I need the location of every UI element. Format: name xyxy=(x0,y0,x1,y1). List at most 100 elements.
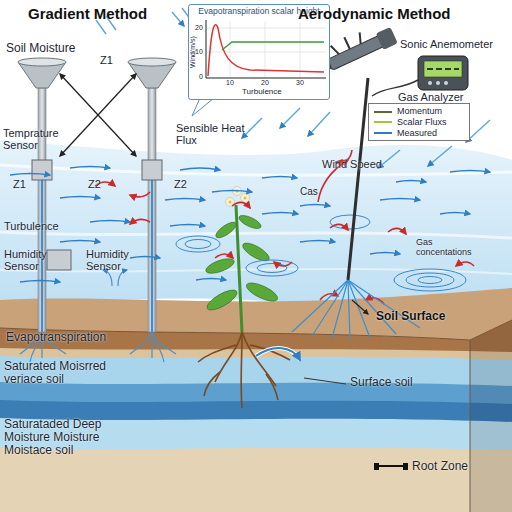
gradient-towers xyxy=(18,58,66,66)
plant xyxy=(229,201,232,204)
part-label: Sensible Heat Flux xyxy=(176,122,246,146)
flow-arrows xyxy=(20,281,60,283)
turbulent-eddies xyxy=(185,240,211,249)
eddy-arrows xyxy=(130,192,150,197)
legend-text: Measured xyxy=(397,128,437,138)
plant xyxy=(256,348,300,360)
legend-entry: Scalar Fluxs xyxy=(374,117,464,128)
scalar-chart xyxy=(206,20,326,78)
leader-lines xyxy=(352,300,368,314)
axis-tick: 20 xyxy=(261,79,269,87)
plant xyxy=(215,332,242,382)
plant xyxy=(198,332,290,408)
gradient-towers xyxy=(60,74,136,156)
part-label: Sonic Anemometer xyxy=(400,38,500,50)
flow-arrows xyxy=(130,257,160,259)
soil-cross-section xyxy=(0,448,512,512)
plant xyxy=(240,332,242,408)
gas-analyzer xyxy=(372,56,468,96)
turbulent-eddies xyxy=(406,273,454,287)
eddy-arrows xyxy=(95,150,474,304)
legend-entry: Momentum xyxy=(374,106,464,117)
layer-label: Saturataded Deep Moisture Moisture Moist… xyxy=(4,418,128,458)
flow-arrows xyxy=(70,167,110,169)
part-label: Soil Surface xyxy=(376,310,445,323)
plant xyxy=(237,213,263,231)
plant xyxy=(236,205,242,332)
gradient-towers xyxy=(103,270,112,286)
gradient-towers xyxy=(142,160,162,180)
flow-arrows xyxy=(10,174,50,176)
plant xyxy=(256,348,300,360)
gradient-towers xyxy=(20,270,176,362)
layer-label: Surface soil xyxy=(350,376,413,389)
section-heading: Gradient Method xyxy=(28,6,147,23)
part-label: Gas concentations xyxy=(416,238,488,258)
flow-arrows xyxy=(370,253,400,255)
flow-arrows xyxy=(262,177,297,179)
axis-tick: 10 xyxy=(195,48,203,56)
gradient-towers xyxy=(38,88,46,332)
soil-cross-section xyxy=(0,382,512,512)
axis-tick: 30 xyxy=(296,79,304,87)
height-label: Z2 xyxy=(88,178,101,190)
part-label: Turbulence xyxy=(4,220,59,232)
turbulent-eddies xyxy=(394,269,466,291)
flow-arrows xyxy=(440,213,470,215)
gradient-towers xyxy=(152,338,164,362)
sonic-anemometer xyxy=(312,280,348,336)
flow-arrows xyxy=(262,213,298,215)
leader-lines xyxy=(403,463,408,470)
legend-line-sample xyxy=(374,132,392,134)
air-layer xyxy=(0,140,512,302)
height-label: Z1 xyxy=(13,178,26,190)
part-label: Gas Analyzer xyxy=(398,91,463,103)
axis-title: Turbulence xyxy=(242,88,282,97)
axis-tick: 0 xyxy=(199,73,203,81)
flow-arrows xyxy=(196,279,226,281)
axis-tick: 20 xyxy=(195,24,203,32)
flow-arrows xyxy=(165,199,205,201)
sonic-anemometer xyxy=(376,27,398,50)
sonic-anemometer xyxy=(330,30,364,55)
flow-arrows xyxy=(212,191,252,193)
flow-arrows xyxy=(10,167,490,283)
sonic-anemometer xyxy=(348,280,370,338)
flow-arrows xyxy=(300,241,335,243)
plant xyxy=(204,372,220,396)
plant xyxy=(241,194,250,203)
soil-cross-section xyxy=(0,418,512,512)
eddy-arrows xyxy=(388,228,406,234)
gradient-towers xyxy=(18,58,176,362)
plant xyxy=(266,374,278,400)
turbulent-eddies xyxy=(418,277,442,284)
flow-arrows xyxy=(300,205,330,207)
legend-line-sample xyxy=(374,121,392,123)
air-layer xyxy=(0,165,512,175)
plant xyxy=(204,286,239,313)
leader-lines xyxy=(378,465,404,467)
eddy-arrows xyxy=(130,219,150,224)
soil-cross-section xyxy=(0,356,512,512)
legend-box: MomentumScalar FluxsMeasured xyxy=(368,103,470,141)
sonic-anemometer xyxy=(348,280,350,340)
part-label: Root Zone xyxy=(412,460,468,473)
legend-text: Scalar Fluxs xyxy=(397,117,447,127)
wind-streaks xyxy=(242,118,262,138)
eddy-arrows xyxy=(232,202,250,208)
gas-analyzer xyxy=(424,61,462,77)
gradient-towers xyxy=(148,88,156,332)
plant xyxy=(242,332,276,386)
sonic-anemometer xyxy=(332,280,348,338)
flow-arrows xyxy=(396,181,426,183)
soil-cross-section xyxy=(470,320,512,512)
part-label: Humidity Sensor xyxy=(4,248,58,272)
soil-cross-section xyxy=(0,288,512,512)
turbulent-eddies xyxy=(246,260,298,276)
part-label: Soil Moisture xyxy=(6,42,75,55)
sonic-anemometer xyxy=(348,78,368,280)
symbol-label: Cas xyxy=(300,186,318,197)
